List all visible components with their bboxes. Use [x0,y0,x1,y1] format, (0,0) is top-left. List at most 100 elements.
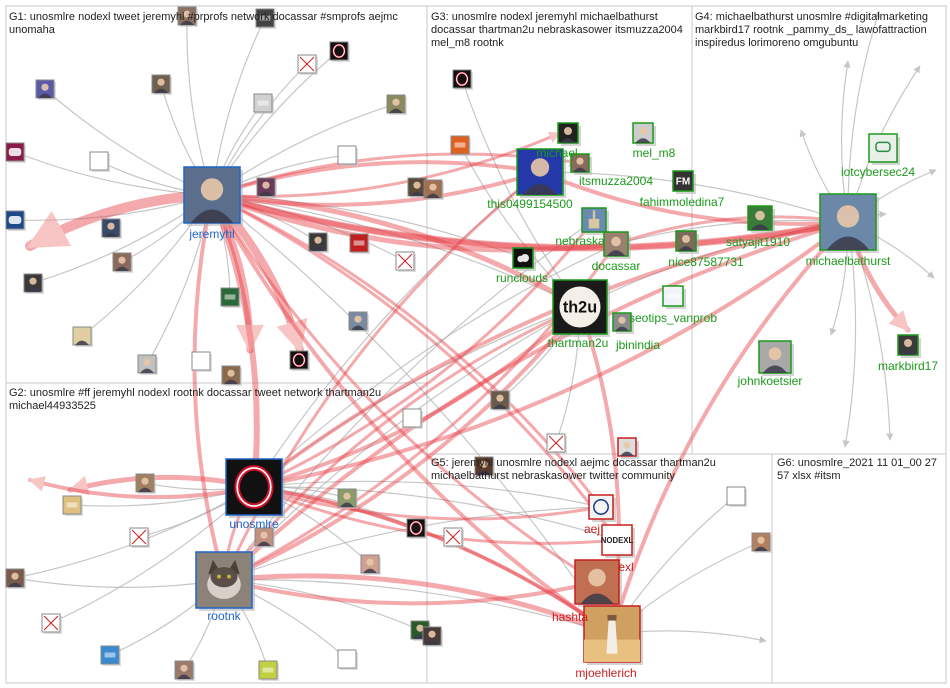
node-seotips_vanprob logo-icon[interactable] [662,285,686,309]
node-markbird17 portrait-icon[interactable] [897,334,921,358]
edge-red [252,485,619,547]
minor-node broken-image-icon[interactable] [395,251,416,272]
node-hashtag portrait-icon[interactable] [574,559,622,607]
node-mjoehlerich lighthouse-icon[interactable] [583,605,643,665]
edge-red [221,573,615,637]
node-michael_mel portrait-icon[interactable] [557,122,581,146]
node-nodexl nodexl-logo-icon[interactable]: NODEXL [601,524,635,558]
node-label-markbird17: markbird17 [878,359,938,373]
minor-node logo-icon[interactable] [450,135,471,156]
minor-node broken-image-icon[interactable] [129,527,150,548]
node-michaelbathurst portrait-icon[interactable] [819,193,879,253]
node-fahimmoledina7 fm-logo-icon[interactable]: FM [672,170,696,194]
minor-node logo-icon[interactable] [62,495,83,516]
minor-node profile-icon[interactable] [386,94,407,115]
minor-node logo-icon[interactable] [337,649,358,670]
node-thartman2u th2u-logo-icon[interactable]: th2u [552,279,610,337]
edge-red [210,193,599,584]
node-iotcybersec24 cyber-logo-icon[interactable] [868,133,900,165]
minor-node profile-icon[interactable] [177,6,198,27]
node-johnkoetsier portrait-icon[interactable] [758,340,794,376]
node-unosmlre uno-logo-icon[interactable] [225,458,285,518]
node-mel_m8 portrait-icon[interactable] [632,122,656,146]
minor-node profile-icon[interactable] [308,232,329,253]
minor-node logo-icon[interactable] [255,8,276,29]
minor-node logo-icon[interactable] [89,151,110,172]
group-label-g3: G3: unosmlre nodexl jeremyhl michaelbath… [431,11,683,49]
edge-red [222,577,599,606]
minor-node prd-logo-icon[interactable] [5,210,26,231]
node-jbinindia portrait-icon[interactable] [612,312,634,334]
node-lindtd portrait-icon[interactable] [617,437,639,459]
node-aejmc aejmc-logo-icon[interactable] [588,494,616,522]
node-label-unosmlre: unosmlre [229,517,279,531]
node-itsmuzza2004 portrait-icon[interactable] [570,153,592,175]
node-label-docassar: docassar [592,259,641,273]
minor-node logo-icon[interactable] [402,408,423,429]
minor-node profile-icon[interactable] [35,79,56,100]
minor-node uno-logo-icon[interactable] [406,518,427,539]
minor-node logo-icon[interactable] [100,645,121,666]
edge-grey [211,194,581,308]
edge-grey [223,579,613,636]
minor-node profile-icon[interactable] [474,456,495,477]
edge-red [222,218,850,582]
minor-node profile-icon[interactable] [5,568,26,589]
minor-node broken-image-icon[interactable] [297,54,318,75]
minor-node logo-icon[interactable] [258,660,279,681]
minor-node uno-logo-icon[interactable] [452,69,473,90]
minor-node uno-logo-icon[interactable] [329,41,350,62]
minor-node profile-icon[interactable] [337,488,358,509]
group-label-g4: G4: michaelbathurst unosmlre #digitalmar… [695,11,928,49]
minor-node profile-icon[interactable] [112,252,133,273]
edge-grey [223,219,595,581]
minor-node logo-icon[interactable] [191,351,212,372]
group-label-g1: G1: unosmlre nodexl tweet jeremyhl #prpr… [9,11,398,36]
node-nice87587731 portrait-icon[interactable] [675,230,699,254]
minor-node profile-icon[interactable] [360,554,381,575]
minor-node uno-logo-icon[interactable] [289,350,310,371]
node-nebraskasower building-icon[interactable] [581,207,609,235]
minor-node profile-icon[interactable] [254,527,275,548]
node-label-nice87587731: nice87587731 [668,255,744,269]
edge-red [252,218,596,489]
node-label-fahimmoledina7: fahimmoledina7 [640,195,725,209]
node-jeremyhl portrait-icon[interactable] [183,166,243,226]
minor-node logo-icon[interactable] [220,287,241,308]
red-edges [25,131,911,637]
grey-edges [14,10,937,671]
edge-red [208,188,852,252]
minor-node profile-icon[interactable] [422,626,443,647]
minor-node prsa-logo-icon[interactable] [5,142,26,163]
minor-node profile-icon[interactable] [256,177,277,198]
node-docassar portrait-icon[interactable] [603,231,631,259]
minor-node profile-icon[interactable] [174,660,195,681]
minor-node logo-icon[interactable] [726,486,747,507]
minor-node profile-icon[interactable] [137,354,158,375]
minor-node profile-icon[interactable] [135,473,156,494]
node-label-itsmuzza2004: itsmuzza2004 [579,174,653,188]
minor-node profile-icon[interactable] [348,311,369,332]
edge-red [538,170,850,226]
minor-node profile-icon[interactable] [490,390,511,411]
minor-node profile-icon[interactable] [151,74,172,95]
group-label-g5: G5: jeremyhl unosmlre nodexl aejmc docas… [431,457,716,482]
minor-node profile-icon[interactable] [221,365,242,386]
minor-node profile-icon[interactable] [72,326,93,347]
minor-node profile-icon[interactable] [23,273,44,294]
minor-node broken-image-icon[interactable] [41,613,62,634]
minor-node logo-icon[interactable] [253,93,274,114]
node-rootnk cat-photo-icon[interactable] [195,551,255,611]
minor-node profile-icon[interactable] [751,532,772,553]
edge-red [209,186,583,310]
node-runclouds cloud-icon[interactable] [512,247,536,271]
minor-node logo-icon[interactable] [349,233,370,254]
node-satyajit1910 portrait-icon[interactable] [747,205,775,233]
node-this0499154500 portrait-icon[interactable] [516,148,566,198]
minor-node broken-image-icon[interactable] [546,433,567,454]
minor-node logo-icon[interactable] [337,145,358,166]
minor-node profile-icon[interactable] [423,179,444,200]
edge-grey [223,306,581,581]
minor-node profile-icon[interactable] [101,218,122,239]
minor-node broken-image-icon[interactable] [443,527,464,548]
